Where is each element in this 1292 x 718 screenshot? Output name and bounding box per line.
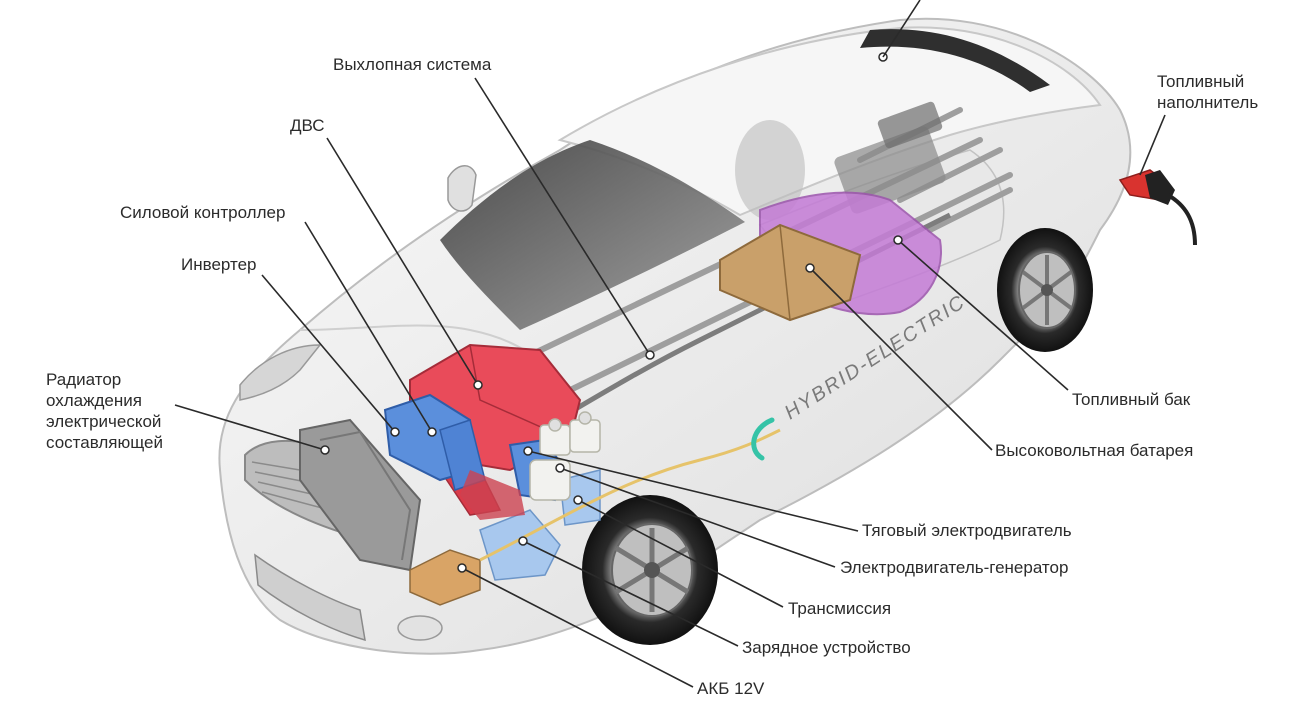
front-wheel <box>582 495 718 645</box>
fuel-nozzle-icon <box>1118 169 1197 246</box>
car-windshield <box>440 140 745 330</box>
label-ice: ДВС <box>290 116 325 135</box>
label-radiator-line-1: Радиатор <box>46 370 122 389</box>
label-motor-generator: Электродвигатель-генератор <box>840 558 1069 577</box>
transmission <box>460 470 525 520</box>
car-sunroof <box>860 29 1050 92</box>
rear-wheel <box>997 228 1093 352</box>
headlight <box>239 344 322 401</box>
lower-grille <box>254 553 366 642</box>
label-fuel-filler-line-1: Топливный <box>1157 72 1245 91</box>
label-transmission: Трансмиссия <box>788 599 892 618</box>
label-hv-battery: Высоковольтная батарея <box>995 441 1194 460</box>
label-traction-motor: Тяговый электродвигатель <box>862 521 1072 540</box>
label-inverter: Инвертер <box>181 255 257 274</box>
coolant-reservoirs <box>529 411 601 501</box>
car-roof <box>557 26 1102 217</box>
rear-suspension <box>834 101 946 214</box>
label-radiator: Радиатор охлаждения электрической состав… <box>46 369 163 453</box>
label-fuel-filler-line-2: наполнитель <box>1157 93 1259 112</box>
label-fuel-tank: Топливный бак <box>1072 390 1191 409</box>
label-exhaust: Выхлопная система <box>333 55 492 74</box>
label-charger: Зарядное устройство <box>742 638 911 657</box>
side-mirror <box>447 165 477 212</box>
label-radiator-line-2: охлаждения <box>46 391 142 410</box>
label-fuel-filler: Топливный наполнитель <box>1157 71 1258 113</box>
label-battery-12v: АКБ 12V <box>697 679 765 698</box>
label-radiator-line-3: электрической <box>46 412 162 431</box>
label-radiator-line-4: составляющей <box>46 433 163 452</box>
fog-light <box>397 615 443 641</box>
label-power-controller: Силовой контроллер <box>120 203 286 222</box>
leader-dots <box>320 52 903 573</box>
leader-lines <box>174 77 1166 688</box>
rear-left-wheel <box>735 120 805 220</box>
